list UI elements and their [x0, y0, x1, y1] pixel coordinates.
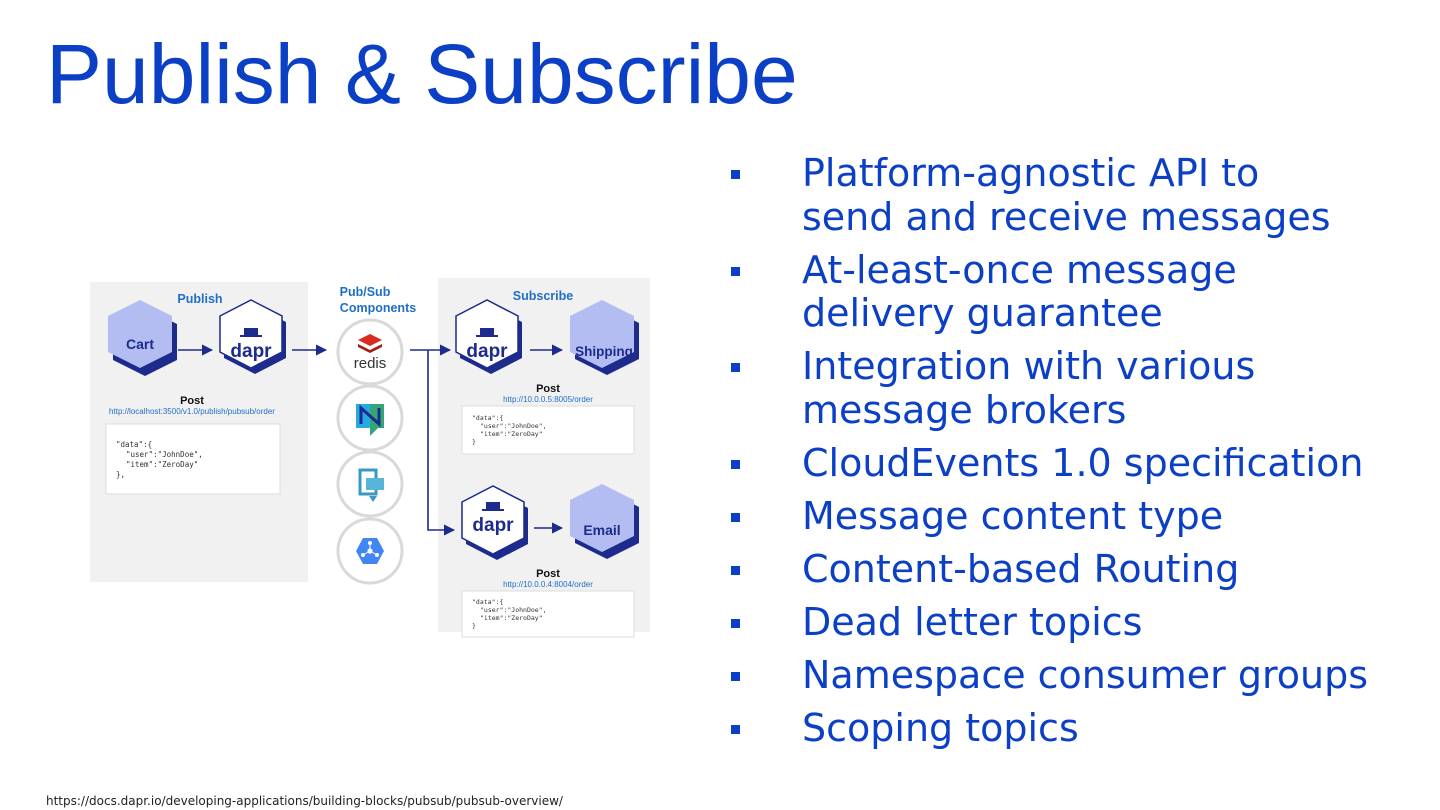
square-bullet-icon	[731, 672, 740, 682]
shipping-url: http://10.0.0.5:8005/order	[503, 395, 593, 404]
publish-payload-line2: "user":"JohnDoe",	[126, 450, 203, 459]
email-payload-box	[461, 590, 635, 638]
email-payload-line1: "data":{	[472, 598, 503, 606]
publish-heading: Publish	[177, 292, 222, 306]
redis-logo-icon	[336, 318, 404, 386]
square-bullet-icon	[731, 512, 740, 522]
components-heading-line1: Pub/Sub	[340, 285, 391, 299]
shipping-payload-line1: "data":{	[472, 414, 503, 422]
shipping-post-label: Post	[536, 383, 560, 395]
email-payload-line2: "user":"JohnDoe",	[480, 606, 547, 614]
square-bullet-icon	[731, 725, 740, 735]
cart-label: Cart	[126, 336, 154, 352]
shipping-dapr-label: dapr	[466, 341, 508, 362]
shipping-payload-line3: "item":"ZeroDay"	[480, 430, 543, 438]
square-bullet-icon	[731, 170, 740, 179]
email-post-label: Post	[536, 568, 560, 580]
pubsub-diagram: Publish Pub/Sub Components Subscribe Car…	[90, 278, 650, 638]
feature-item: Namespace consumer groups	[728, 653, 1428, 698]
square-bullet-icon	[731, 619, 740, 629]
publisher-dapr-label: dapr	[230, 341, 272, 362]
publish-post-label: Post	[180, 395, 204, 407]
feature-item: Dead letter topics	[728, 600, 1428, 645]
feature-item: Scoping topics	[728, 707, 1428, 751]
shipping-payload-line4: }	[472, 438, 476, 446]
publish-payload-box	[105, 423, 281, 495]
cart-hexagon-icon	[108, 300, 177, 376]
shipping-hexagon-icon	[570, 300, 639, 375]
feature-item: Message content type	[728, 494, 1428, 539]
components-to-email-dapr-arrow	[427, 350, 456, 536]
square-bullet-icon	[731, 266, 740, 276]
email-dapr-icon	[461, 485, 528, 560]
publisher-dapr-icon	[219, 299, 286, 374]
components-heading-line2: Components	[340, 301, 416, 315]
email-url: http://10.0.0.4:8004/order	[503, 580, 593, 589]
email-payload-line3: "item":"ZeroDay"	[480, 614, 543, 622]
source-url: https://docs.dapr.io/developing-applicat…	[46, 794, 563, 808]
email-label: Email	[583, 522, 620, 538]
shipping-payload-line2: "user":"JohnDoe",	[480, 422, 547, 430]
square-bullet-icon	[731, 363, 740, 373]
publish-url: http://localhost:3500/v1.0/publish/pubsu…	[109, 407, 275, 416]
square-bullet-icon	[731, 565, 740, 575]
gcp-pubsub-logo-icon	[336, 517, 404, 585]
publish-payload-line3: "item":"ZeroDay"	[126, 460, 198, 469]
azure-service-bus-logo-icon	[336, 450, 404, 518]
publish-payload-line1: "data":{	[116, 440, 152, 449]
square-bullet-icon	[731, 459, 740, 469]
redis-label: redis	[354, 355, 387, 372]
shipping-payload-box	[461, 405, 635, 455]
shipping-label: Shipping	[575, 344, 633, 359]
feature-item: Content-based Routing	[728, 547, 1428, 592]
email-payload-line4: }	[472, 622, 476, 630]
publish-payload-line4: },	[116, 470, 125, 479]
email-dapr-label: dapr	[472, 515, 514, 536]
nats-logo-icon	[336, 384, 404, 452]
subscribe-heading: Subscribe	[513, 289, 573, 303]
slide-title: Publish & Subscribe	[46, 27, 798, 121]
shipping-dapr-icon	[455, 299, 522, 374]
email-hexagon-icon	[570, 484, 639, 559]
feature-item: CloudEvents 1.0 specification	[728, 441, 1428, 486]
